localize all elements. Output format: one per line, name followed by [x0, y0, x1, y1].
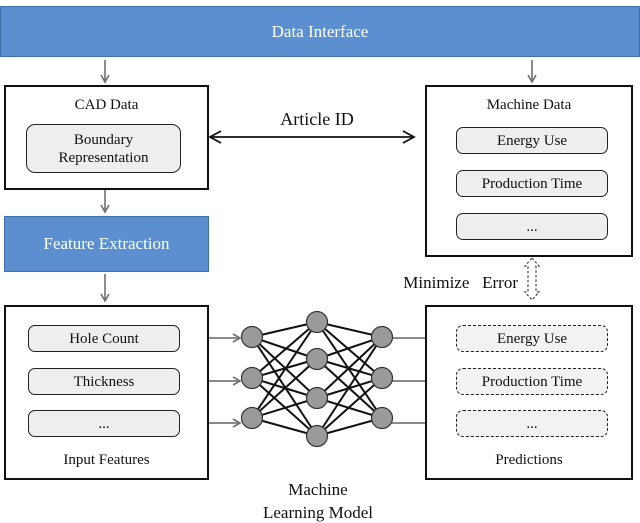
cad-data-title: CAD Data [74, 97, 139, 113]
nn-node-2-2 [370, 406, 394, 430]
nn-edge-0-2-3 [251, 417, 318, 437]
nn-node-2-1 [370, 366, 394, 390]
nn-edge-1-0-0 [316, 321, 383, 338]
machine-production-time-label: Production Time [481, 175, 583, 192]
nn-node-0-0 [240, 325, 264, 349]
prediction-energy-use-item: Energy Use [456, 325, 608, 352]
nn-edge-0-1-0 [251, 321, 318, 379]
nn-node-1-0 [305, 310, 329, 334]
thickness-item: Thickness [28, 368, 180, 395]
machine-ellipsis-item: ... [456, 213, 608, 240]
nn-node-1-3 [305, 424, 329, 448]
nn-edge-0-2-2 [251, 397, 318, 419]
nn-node-1-1 [305, 347, 329, 371]
boundary-representation-item: Boundary Representation [26, 124, 181, 173]
thickness-label: Thickness [73, 373, 135, 390]
nn-edge-0-2-0 [251, 321, 318, 419]
machine-data-title: Machine Data [486, 97, 572, 113]
nn-node-2-0 [370, 325, 394, 349]
nn-node-0-2 [240, 406, 264, 430]
nn-node-1-2 [305, 386, 329, 410]
nn-edge-1-3-1 [316, 377, 383, 437]
boundary-line: Boundary [73, 131, 134, 148]
minimize-error-arrow [523, 257, 541, 301]
machine-energy-use-item: Energy Use [456, 127, 608, 154]
input-ellipsis-item: ... [28, 410, 180, 437]
representation-line: Representation [58, 149, 149, 166]
prediction-energy-use-label: Energy Use [496, 330, 568, 347]
machine-production-time-item: Production Time [456, 170, 608, 197]
hole-count-label: Hole Count [69, 330, 139, 347]
feature-extraction-box: Feature Extraction [4, 216, 209, 272]
prediction-ellipsis-item: ... [456, 410, 608, 437]
nn-edge-1-0-1 [316, 321, 383, 379]
hole-count-item: Hole Count [28, 325, 180, 352]
nn-edge-1-3-0 [316, 336, 383, 437]
data-interface-bar: Data Interface [0, 6, 640, 57]
nn-node-0-1 [240, 366, 264, 390]
nn-edge-0-0-3 [251, 336, 318, 437]
feature-extraction-label: Feature Extraction [43, 234, 170, 253]
input-ellipsis-label: ... [98, 415, 110, 432]
prediction-production-time-item: Production Time [456, 368, 608, 395]
nn-edge-0-2-1 [251, 358, 318, 419]
minimize-error-label: Minimize Error [403, 273, 518, 292]
machine-ellipsis-label: ... [526, 218, 538, 235]
predictions-title: Predictions [495, 452, 563, 468]
nn-edge-0-0-0 [251, 321, 318, 338]
nn-edge-0-0-1 [251, 336, 318, 360]
prediction-ellipsis-label: ... [526, 415, 538, 432]
ml-model-label-line2: Learning Model [263, 503, 373, 522]
nn-edge-1-1-0 [316, 336, 383, 360]
data-interface-label: Data Interface [271, 21, 369, 41]
article-id-label: Article ID [280, 109, 354, 129]
input-features-title: Input Features [63, 452, 150, 468]
machine-energy-use-label: Energy Use [496, 132, 568, 149]
ml-model-label-line1: Machine [288, 480, 348, 499]
neural-network [240, 310, 394, 448]
prediction-production-time-label: Production Time [481, 373, 583, 390]
nn-edge-1-2-0 [316, 336, 383, 399]
nn-edge-1-3-2 [316, 417, 383, 437]
nn-edge-1-0-2 [316, 321, 383, 419]
